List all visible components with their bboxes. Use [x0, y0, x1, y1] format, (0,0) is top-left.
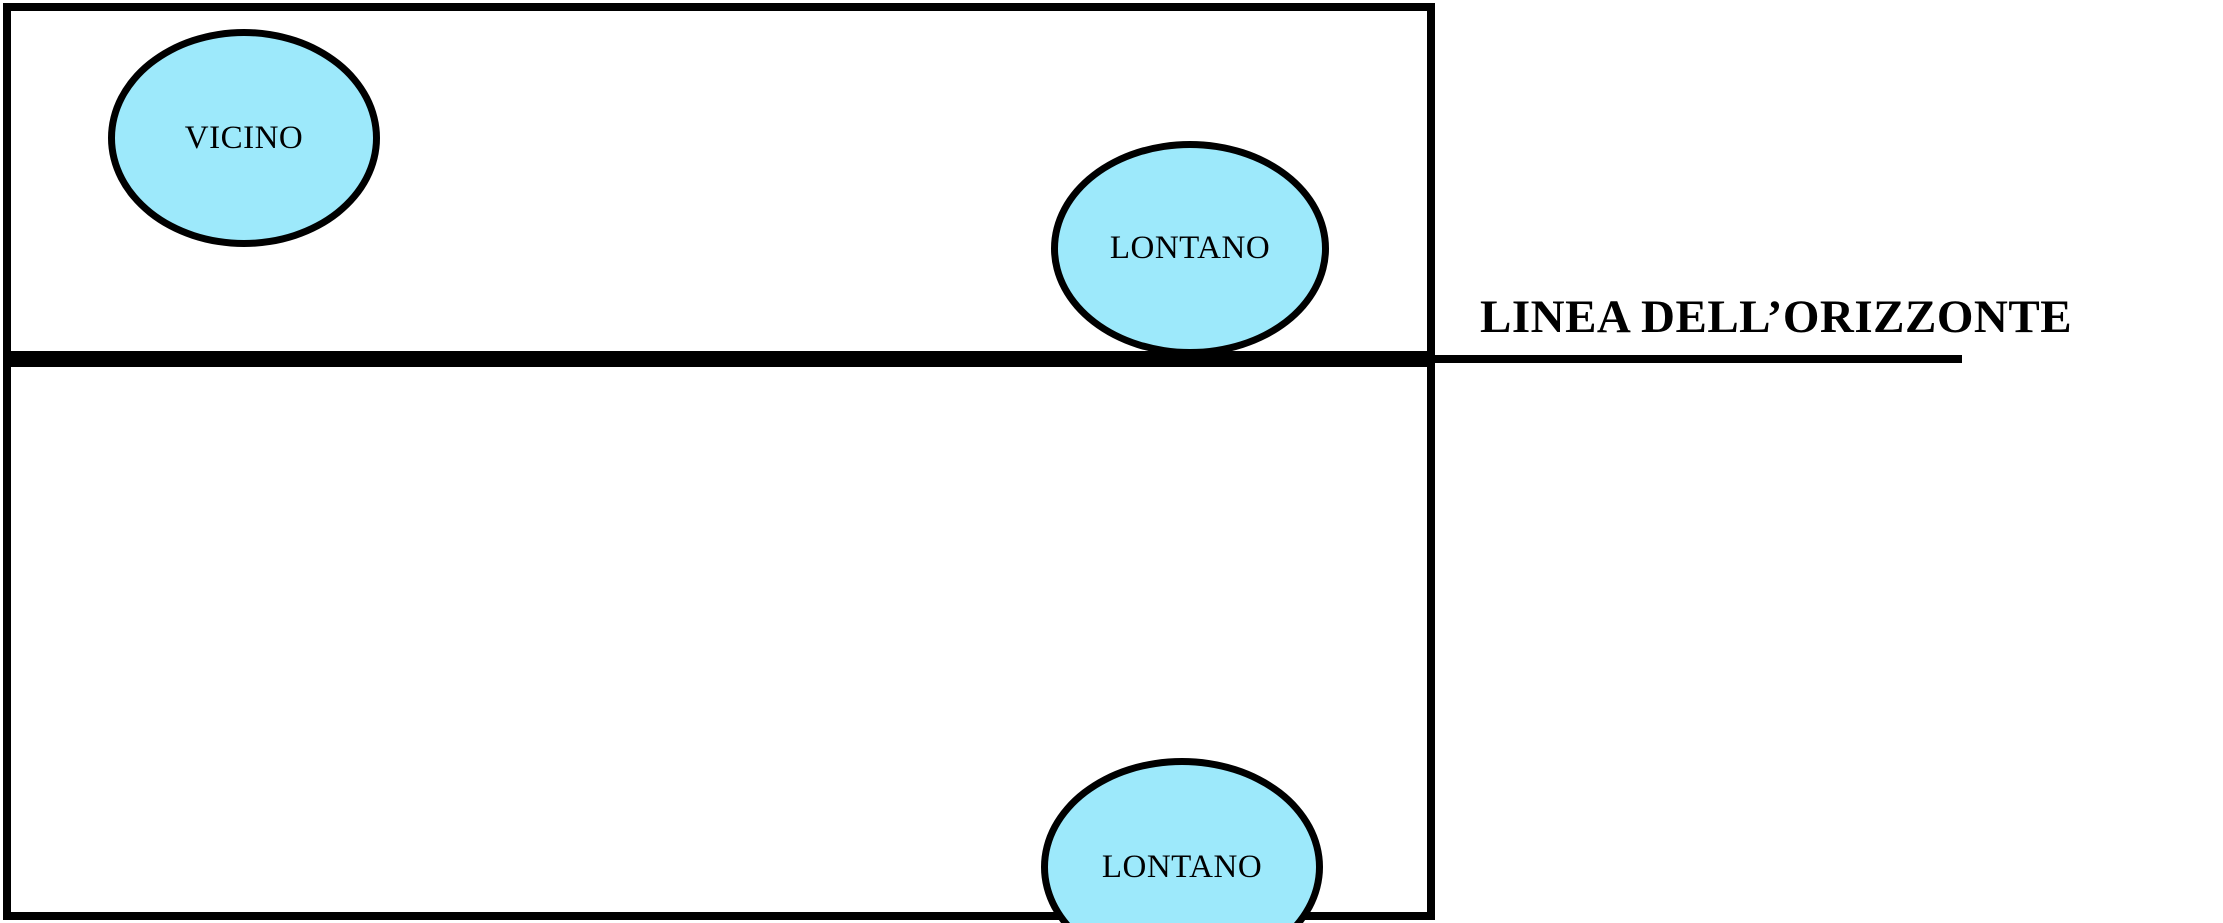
upper-scene-panel: VICINO LONTANO	[3, 3, 1435, 359]
shape-label-vicino-upper: VICINO	[184, 119, 304, 156]
lower-scene-panel: LONTANO VICINO	[3, 359, 1435, 923]
shape-label-lontano-lower: LONTANO	[1101, 848, 1263, 885]
shape-lontano-upper: LONTANO	[1051, 141, 1329, 356]
horizon-line-label: LINEA DELL’ORIZZONTE	[1480, 291, 2073, 343]
shape-vicino-upper: VICINO	[108, 29, 380, 247]
horizon-line	[1427, 355, 1962, 363]
shape-label-lontano-upper: LONTANO	[1109, 230, 1271, 266]
shape-lontano-lower: LONTANO	[1041, 758, 1323, 923]
